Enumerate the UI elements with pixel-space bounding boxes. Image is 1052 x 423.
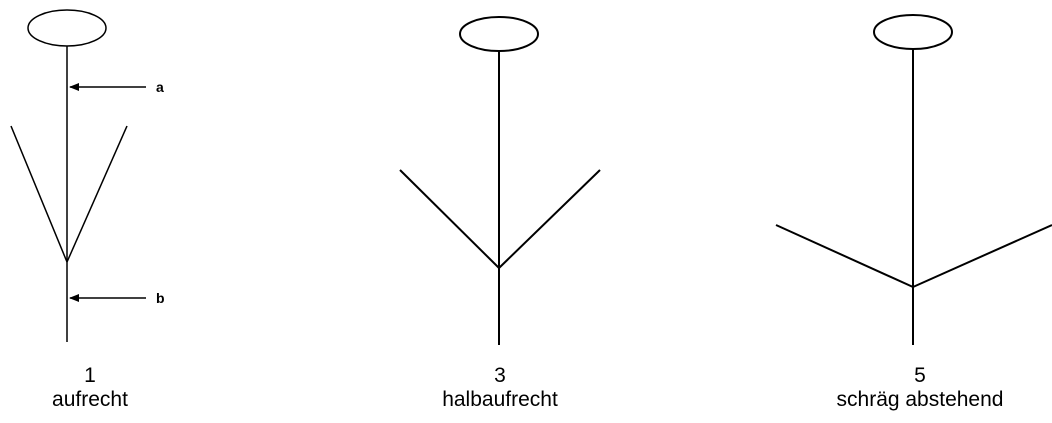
plant-1-left-branch [11, 126, 67, 262]
plant-3-semi-upright [400, 17, 600, 345]
plant-5-head [874, 15, 952, 49]
caption-plant-1: 1 aufrecht [20, 364, 160, 412]
label-a: a [156, 79, 164, 95]
figure-label-5: schräg abstehend [790, 388, 1050, 412]
plant-3-head [460, 17, 538, 51]
figure-label-1: aufrecht [20, 388, 160, 412]
plant-5-left-branch [776, 225, 913, 287]
figure-label-3: halbaufrecht [400, 388, 600, 412]
figure-number-1: 1 [20, 364, 160, 388]
label-b: b [156, 290, 165, 306]
plant-1-upright: a b [11, 10, 165, 342]
plant-5-right-branch [913, 225, 1052, 287]
caption-plant-5: 5 schräg abstehend [790, 364, 1050, 412]
plant-5-spreading [776, 15, 1052, 345]
figure-number-5: 5 [790, 364, 1050, 388]
figure-number-3: 3 [400, 364, 600, 388]
plant-3-left-branch [400, 170, 499, 268]
plant-1-right-branch [67, 126, 127, 262]
caption-plant-3: 3 halbaufrecht [400, 364, 600, 412]
plant-3-right-branch [499, 170, 600, 268]
plant-1-head [28, 10, 106, 46]
